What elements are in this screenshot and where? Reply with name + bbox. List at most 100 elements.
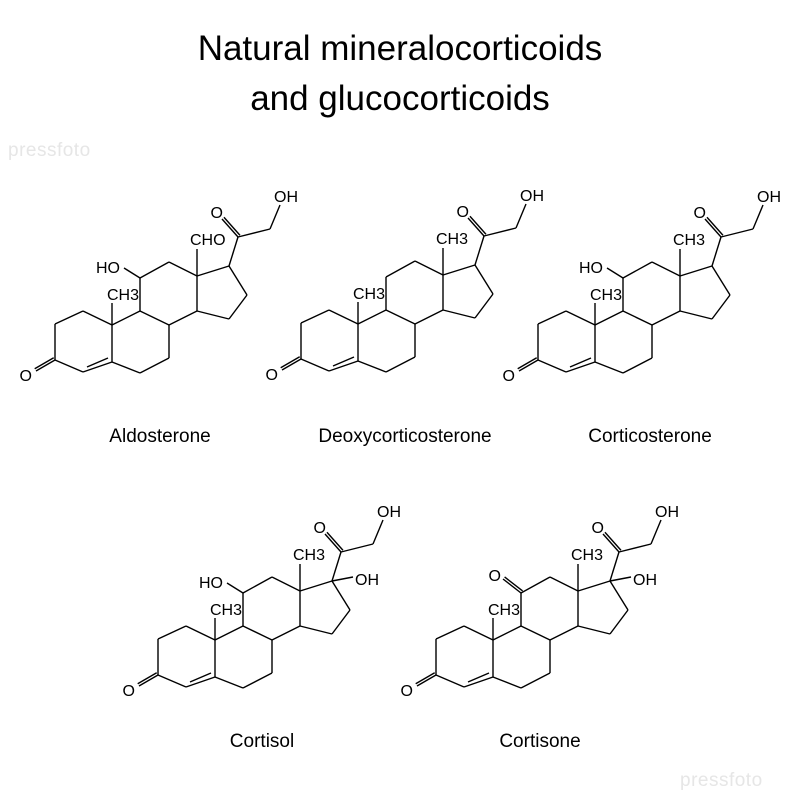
bond bbox=[242, 672, 273, 689]
bond bbox=[269, 204, 281, 230]
bond bbox=[549, 625, 579, 641]
oxygen-label: O bbox=[20, 368, 32, 385]
bond bbox=[214, 676, 244, 689]
double-bond-inner bbox=[86, 357, 109, 368]
ketone-bond bbox=[467, 217, 485, 237]
bond bbox=[123, 267, 141, 279]
ketone-bond bbox=[138, 674, 159, 687]
bond bbox=[650, 519, 662, 545]
methyl-label: CH3 bbox=[210, 602, 242, 619]
bond bbox=[594, 310, 624, 326]
bond bbox=[492, 625, 522, 641]
ketone-bond bbox=[502, 578, 522, 594]
hydroxyl-label: HO bbox=[96, 260, 120, 277]
bond bbox=[622, 357, 653, 374]
hydroxyl-label: OH bbox=[274, 189, 298, 206]
aldehyde-label: CHO bbox=[190, 232, 226, 249]
bond bbox=[565, 310, 596, 326]
bond bbox=[157, 625, 187, 640]
title-line-1: Natural mineralocorticoids bbox=[197, 29, 603, 68]
label-cortisol: Cortisol bbox=[229, 731, 295, 752]
double-bond-inner bbox=[569, 357, 592, 368]
hydroxyl-label: HO bbox=[199, 575, 223, 592]
bond bbox=[111, 310, 141, 326]
bond bbox=[139, 261, 170, 279]
ketone-bond bbox=[223, 216, 241, 236]
methyl-label: CH3 bbox=[571, 547, 603, 564]
hydroxyl-label: OH bbox=[355, 572, 379, 589]
bond bbox=[111, 361, 141, 374]
title-line-2: and glucocorticoids bbox=[250, 79, 550, 118]
oxygen-label: O bbox=[123, 683, 135, 700]
ketone-bond bbox=[324, 533, 342, 553]
bond bbox=[331, 576, 354, 582]
bond bbox=[442, 309, 476, 319]
bond bbox=[196, 310, 230, 320]
bond bbox=[237, 228, 271, 238]
bond bbox=[228, 265, 248, 296]
bond bbox=[474, 264, 494, 295]
bond bbox=[185, 676, 216, 688]
bond bbox=[752, 204, 764, 230]
oxygen-label: O bbox=[592, 520, 604, 537]
bond bbox=[331, 609, 351, 635]
bond bbox=[214, 625, 244, 641]
bond bbox=[609, 551, 620, 582]
molecule-aldosterone: O O OH CH3 CHO HO bbox=[20, 189, 298, 385]
label-cortisone: Cortisone bbox=[499, 731, 581, 752]
bond bbox=[228, 236, 239, 267]
ketone-bond bbox=[706, 216, 724, 236]
bond bbox=[549, 576, 579, 592]
ketone-bond bbox=[280, 356, 301, 369]
oxygen-label: O bbox=[457, 204, 469, 221]
bond bbox=[242, 576, 273, 594]
bond bbox=[196, 265, 230, 277]
ketone-bond bbox=[221, 218, 239, 238]
methyl-label: CH3 bbox=[488, 602, 520, 619]
bond bbox=[679, 310, 713, 320]
bond bbox=[185, 625, 216, 641]
ketone-bond bbox=[416, 674, 437, 687]
bond bbox=[414, 260, 444, 276]
oxygen-label: O bbox=[266, 367, 278, 384]
bond bbox=[679, 265, 713, 277]
bond bbox=[168, 261, 198, 277]
bond bbox=[414, 309, 444, 325]
hydroxyl-label: OH bbox=[520, 188, 544, 205]
bond bbox=[537, 359, 567, 373]
bond bbox=[328, 360, 359, 372]
oxygen-label: O bbox=[211, 205, 223, 222]
bond bbox=[357, 309, 387, 325]
bond bbox=[720, 228, 754, 238]
bond bbox=[594, 361, 624, 374]
bond bbox=[492, 676, 522, 689]
bond bbox=[271, 625, 301, 641]
bond bbox=[328, 309, 359, 325]
bond bbox=[609, 609, 629, 635]
double-bond-inner bbox=[189, 672, 212, 683]
bond bbox=[609, 580, 629, 611]
bond bbox=[520, 576, 551, 594]
methyl-label: CH3 bbox=[590, 287, 622, 304]
ketone-bond bbox=[704, 218, 722, 238]
bond bbox=[271, 576, 301, 592]
ketone-bond bbox=[517, 357, 538, 370]
hydroxyl-label: OH bbox=[633, 572, 657, 589]
bond bbox=[242, 625, 273, 641]
bond bbox=[139, 310, 170, 326]
hydroxyl-label: OH bbox=[655, 504, 679, 521]
methyl-label: CH3 bbox=[436, 231, 468, 248]
label-aldosterone: Aldosterone bbox=[109, 426, 211, 447]
bond bbox=[157, 674, 187, 688]
oxygen-label: O bbox=[489, 568, 501, 585]
methyl-label: CH3 bbox=[107, 287, 139, 304]
bond bbox=[168, 310, 198, 326]
ketone-bond bbox=[137, 672, 158, 685]
bond bbox=[474, 235, 485, 266]
methyl-label: CH3 bbox=[353, 286, 385, 303]
oxygen-label: O bbox=[694, 205, 706, 222]
